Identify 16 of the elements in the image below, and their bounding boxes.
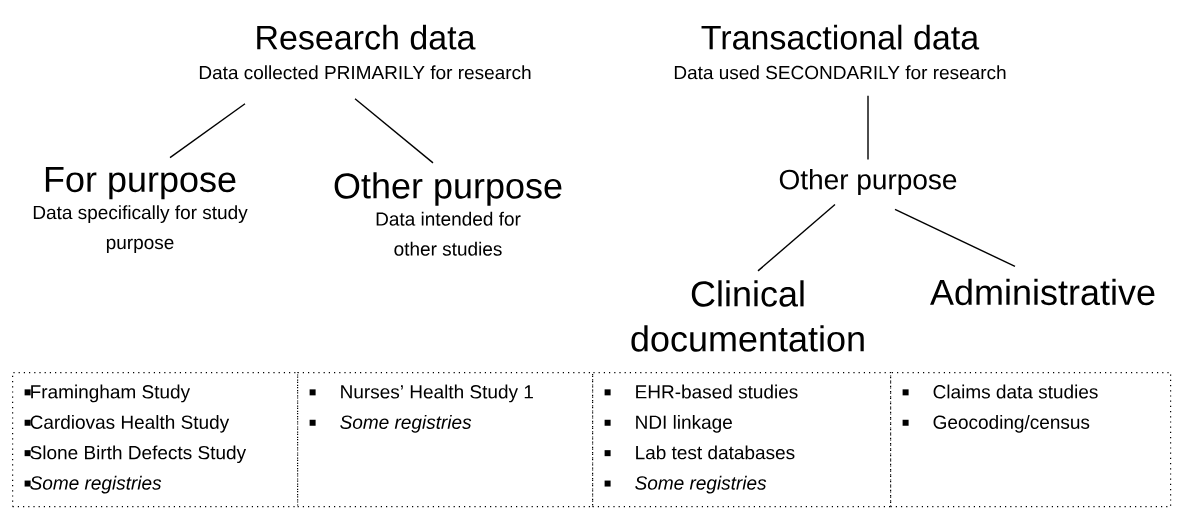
connector-line <box>354 98 434 164</box>
connector-line <box>867 95 869 161</box>
heading-text: For purpose Data specifically for study purpose <box>33 167 248 253</box>
connector-line <box>169 103 246 159</box>
heading-text: Research data Data collected PRIMARILY for research <box>199 24 531 80</box>
heading-text: Transactional data Data used SECONDARILY for research <box>674 24 1006 80</box>
connector-line <box>894 208 1016 268</box>
connector-line <box>757 203 836 272</box>
heading-text: Administrative <box>930 278 1155 306</box>
heading-text: Clinical documentation <box>631 280 864 352</box>
list-column: Claims data studies Geocoding/census <box>890 372 1172 508</box>
heading-text: Other purpose <box>779 168 957 196</box>
list-column: Nurses’ Health Study 1 Some registries <box>297 372 594 508</box>
heading-text: Other purpose Data intended for other studies <box>334 172 562 256</box>
list-column: EHR-based studies NDI linkage Lab test databases Some registries <box>592 372 892 508</box>
list-column: Framingham Study Cardiovas Health Study Slone Birth Defects Study Some registries <box>12 372 299 508</box>
